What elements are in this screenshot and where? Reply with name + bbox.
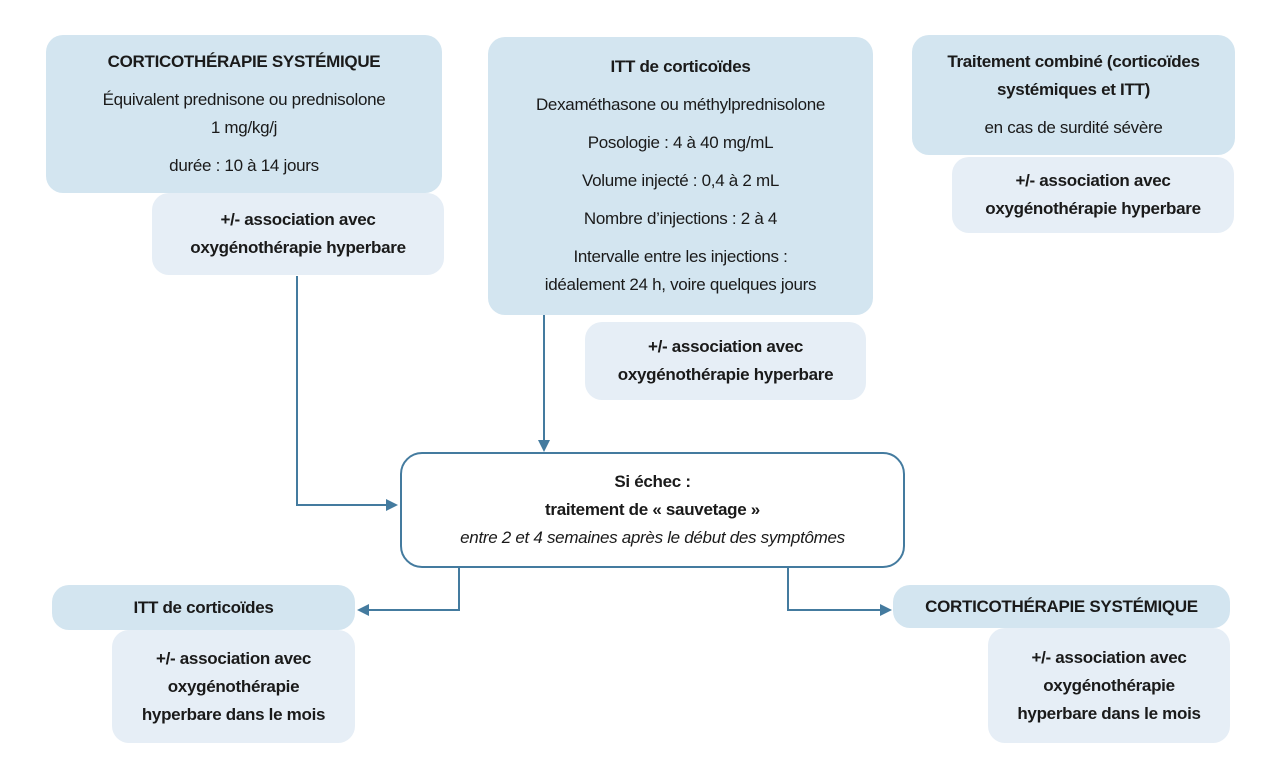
rescue-line1: Si échec : <box>614 472 691 491</box>
systemic-duration-line: durée : 10 à 14 jours <box>169 156 319 175</box>
box-combined-title: Traitement combiné (corticoïdes systémiq… <box>947 48 1200 104</box>
itt-addon-line2: oxygénothérapie hyperbare <box>617 365 834 384</box>
itt-interval-line1: Intervalle entre les injections : <box>573 247 788 266</box>
box-systemic-rescue-addon: +/- association avec oxygénothérapie hyp… <box>988 628 1230 743</box>
box-systemic-rescue: CORTICOTHÉRAPIE SYSTÉMIQUE <box>893 585 1230 628</box>
box-itt-rescue-addon: +/- association avec oxygénothérapie hyp… <box>112 630 355 743</box>
itt-rescue-addon-line2: oxygénothérapie <box>167 676 300 696</box>
itt-drug-line: Dexaméthasone ou méthylprednisolone <box>535 95 826 114</box>
systemic-rescue-addon-line3: hyperbare dans le mois <box>1017 703 1201 723</box>
combined-subtitle: en cas de surdité sévère <box>984 118 1163 137</box>
arrow-rescue-to-itt <box>357 568 460 616</box>
box-itt-initial: ITT de corticoïdes Dexaméthasone ou méth… <box>488 37 873 315</box>
arrow-itt-to-rescue <box>538 315 550 452</box>
itt-rescue-addon-line1: +/- association avec <box>155 648 312 668</box>
systemic-dose-line2: 1 mg/kg/j <box>210 118 278 137</box>
itt-injections-count-line: Nombre d’injections : 2 à 4 <box>583 209 778 228</box>
combined-title-line1: Traitement combiné (corticoïdes <box>947 52 1200 71</box>
systemic-addon-line1: +/- association avec <box>220 210 376 229</box>
itt-interval-paragraph: Intervalle entre les injections : idéale… <box>544 243 817 299</box>
systemic-addon-line2: oxygénothérapie hyperbare <box>190 238 406 257</box>
box-systemic-initial-addon: +/- association avec oxygénothérapie hyp… <box>152 193 444 275</box>
systemic-dose-line1: Équivalent prednisone ou prednisolone <box>102 90 386 109</box>
itt-volume-line: Volume injecté : 0,4 à 2 mL <box>582 171 779 190</box>
box-systemic-initial-title: CORTICOTHÉRAPIE SYSTÉMIQUE <box>107 52 381 71</box>
box-systemic-rescue-title: CORTICOTHÉRAPIE SYSTÉMIQUE <box>925 596 1198 616</box>
combined-addon-line1: +/- association avec <box>1015 171 1171 190</box>
box-rescue-treatment: Si échec : traitement de « sauvetage » e… <box>400 452 905 568</box>
combined-addon-line2: oxygénothérapie hyperbare <box>985 199 1201 218</box>
itt-rescue-addon-line3: hyperbare dans le mois <box>141 704 326 724</box>
box-itt-rescue: ITT de corticoïdes <box>52 585 355 630</box>
box-combined-addon: +/- association avec oxygénothérapie hyp… <box>952 157 1234 233</box>
arrow-rescue-to-systemic <box>787 568 892 616</box>
systemic-rescue-addon-line1: +/- association avec <box>1031 647 1187 667</box>
box-itt-initial-title: ITT de corticoïdes <box>610 57 751 76</box>
box-itt-rescue-title: ITT de corticoïdes <box>133 597 274 617</box>
combined-title-line2: systémiques et ITT) <box>996 80 1150 99</box>
box-combined: Traitement combiné (corticoïdes systémiq… <box>912 35 1235 155</box>
rescue-line3: entre 2 et 4 semaines après le début des… <box>460 528 845 547</box>
itt-posology-line: Posologie : 4 à 40 mg/mL <box>587 133 774 152</box>
box-itt-initial-addon: +/- association avec oxygénothérapie hyp… <box>585 322 866 400</box>
itt-addon-line1: +/- association avec <box>647 337 804 356</box>
box-systemic-initial: CORTICOTHÉRAPIE SYSTÉMIQUE Équivalent pr… <box>46 35 442 193</box>
rescue-line2: traitement de « sauvetage » <box>545 500 760 519</box>
systemic-rescue-addon-line2: oxygénothérapie <box>1043 675 1175 695</box>
itt-interval-line2: idéalement 24 h, voire quelques jours <box>544 275 817 294</box>
systemic-dose-paragraph: Équivalent prednisone ou prednisolone 1 … <box>103 86 386 142</box>
arrow-systemic-to-rescue <box>296 276 398 511</box>
